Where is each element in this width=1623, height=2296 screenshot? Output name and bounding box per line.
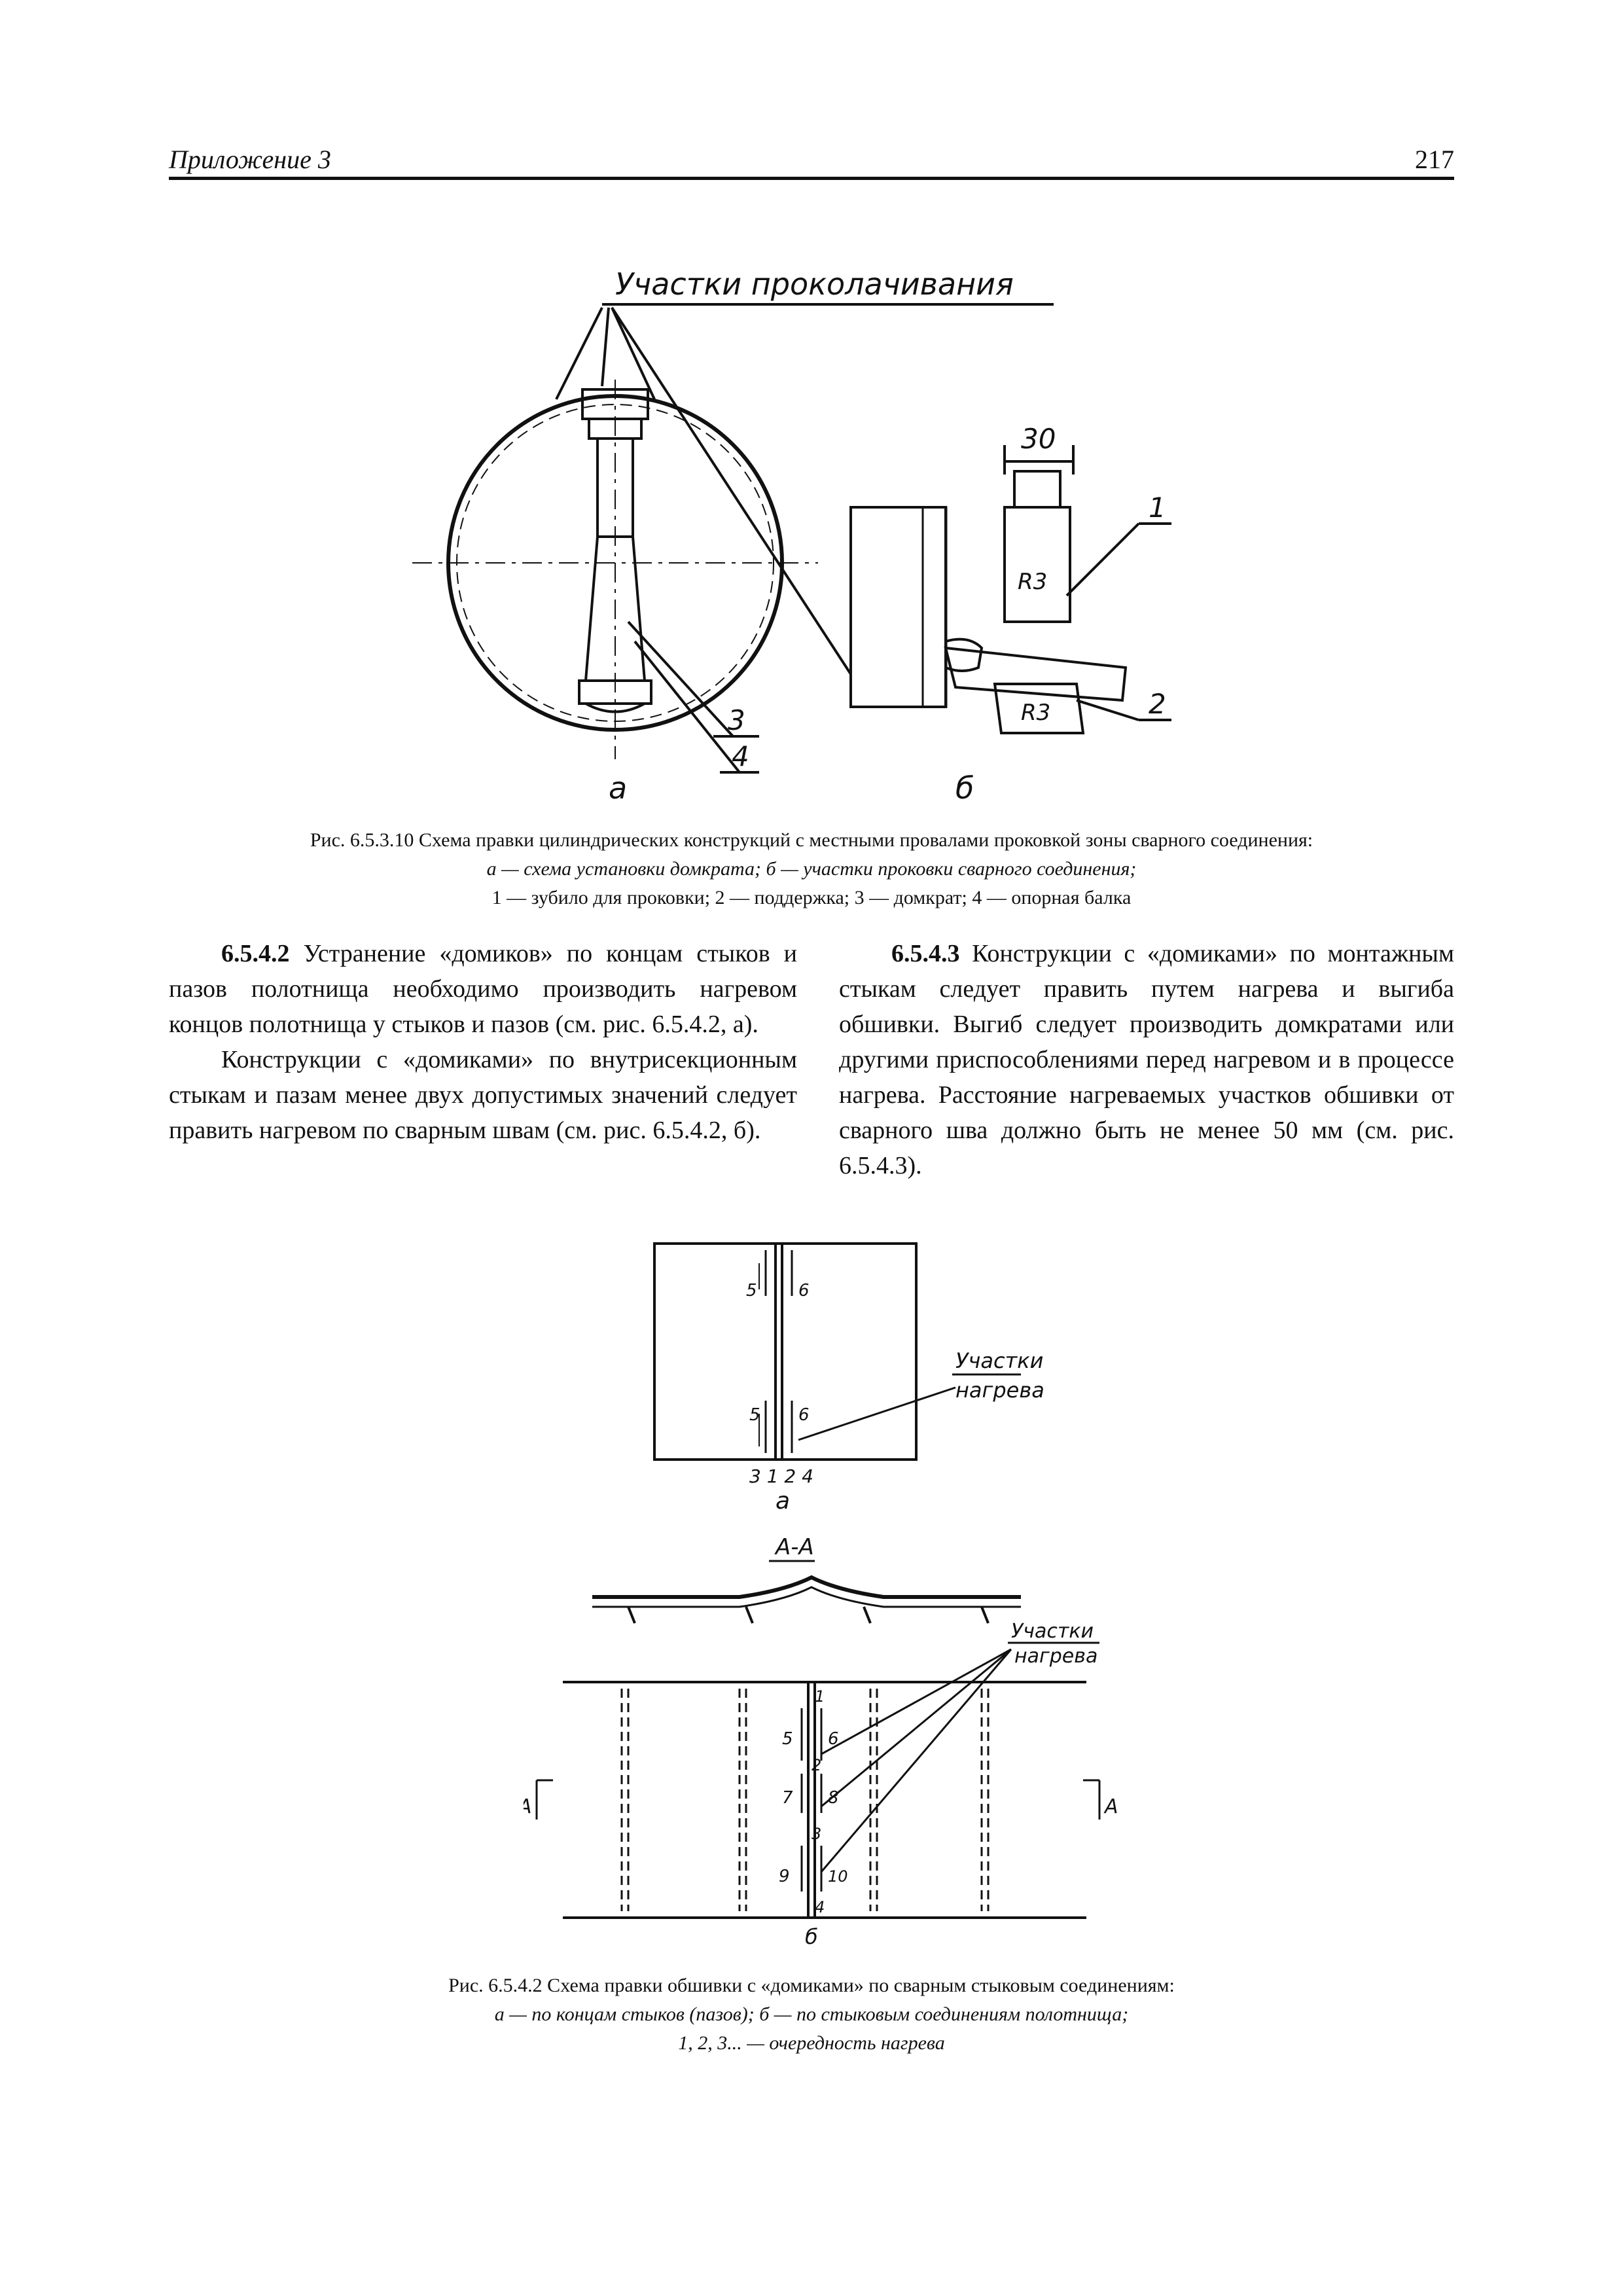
seq-10: 10	[828, 1867, 848, 1886]
seq-6: 6	[828, 1729, 839, 1749]
seq-5: 5	[782, 1729, 793, 1749]
figure-6-5-3-10: Участки проколачивания 3 4 а R3	[412, 266, 1171, 806]
label-1: 1	[1149, 492, 1166, 524]
label-b: б	[955, 770, 974, 806]
r3-top: R3	[1018, 569, 1047, 595]
page-number: 217	[1415, 145, 1454, 174]
seq-9: 9	[779, 1867, 790, 1886]
label-a: а	[776, 1488, 790, 1515]
seq-2: 2	[812, 1756, 821, 1774]
num-5-top: 5	[746, 1281, 757, 1300]
paragraph-text: Устранение «домиков» по концам стыков и …	[169, 940, 797, 1038]
figure1-callout: Участки проколачивания	[615, 266, 1014, 302]
paragraph-6-5-4-2: 6.5.4.2 Устранение «домиков» по концам с…	[169, 936, 797, 1042]
num-6-bottom: 6	[798, 1405, 810, 1425]
label-3: 3	[728, 704, 745, 736]
right-column: 6.5.4.3 Конструкции с «домиками» по монт…	[839, 936, 1454, 1183]
figure-6-5-4-2: 5 6 5 6 3 1 2 4 а Участки нагрева А-А	[524, 1242, 1118, 1949]
figure2-caption-line2: а — по концам стыков (пазов); б — по сты…	[494, 2003, 1129, 2025]
left-column: 6.5.4.2 Устранение «домиков» по концам с…	[169, 936, 797, 1148]
seq-8: 8	[828, 1788, 839, 1808]
callout-a-line2: нагрева	[955, 1378, 1044, 1403]
callout-b-line1: Участки	[1011, 1620, 1094, 1643]
paragraph-6-5-4-3: 6.5.4.3 Конструкции с «домиками» по монт…	[839, 936, 1454, 1183]
figure2-caption-line1: Рис. 6.5.4.2 Схема правки обшивки с «дом…	[448, 1975, 1175, 1996]
paragraph-number: 6.5.4.3	[891, 940, 960, 967]
seq-7: 7	[782, 1788, 793, 1808]
figure1-caption-line1: Рис. 6.5.3.10 Схема правки цилиндрически…	[310, 829, 1313, 851]
section-label: А-А	[774, 1534, 814, 1560]
paragraph-number: 6.5.4.2	[221, 940, 290, 967]
paragraph-text: Конструкции с «домиками» по монтажным ст…	[839, 940, 1454, 1179]
figure1-caption-line3: 1 — зубило для проковки; 2 — поддержка; …	[491, 887, 1132, 908]
dimension-30: 30	[1021, 423, 1056, 455]
label-4: 4	[732, 740, 749, 772]
figure2-caption-line3: 1, 2, 3... — очередность нагрева	[678, 2032, 945, 2054]
r3-bottom: R3	[1021, 700, 1050, 726]
bottom-numbers: 3 1 2 4	[749, 1465, 813, 1487]
label-2: 2	[1149, 688, 1166, 720]
seq-1: 1	[815, 1687, 825, 1706]
paragraph-domiki-internal: Конструкции с «домиками» по внутрисекцио…	[169, 1046, 797, 1144]
label-b: б	[805, 1924, 818, 1949]
num-5-bottom: 5	[749, 1405, 760, 1425]
cut-right: А	[1103, 1795, 1118, 1818]
figure1-caption: Рис. 6.5.3.10 Схема правки цилиндрически…	[169, 826, 1454, 912]
header-rule	[169, 177, 1454, 180]
seq-3: 3	[812, 1825, 821, 1843]
cut-left: А	[524, 1795, 532, 1818]
seq-4: 4	[815, 1898, 825, 1916]
figure1-caption-line2: а — схема установки домкрата; б — участк…	[486, 858, 1137, 880]
label-a: а	[609, 770, 627, 806]
num-6-top: 6	[798, 1281, 810, 1300]
callout-b-line2: нагрева	[1014, 1645, 1097, 1668]
figure2-caption: Рис. 6.5.4.2 Схема правки обшивки с «дом…	[169, 1971, 1454, 2058]
callout-a-line1: Участки	[955, 1348, 1043, 1373]
running-header-section: Приложение 3	[169, 145, 331, 174]
